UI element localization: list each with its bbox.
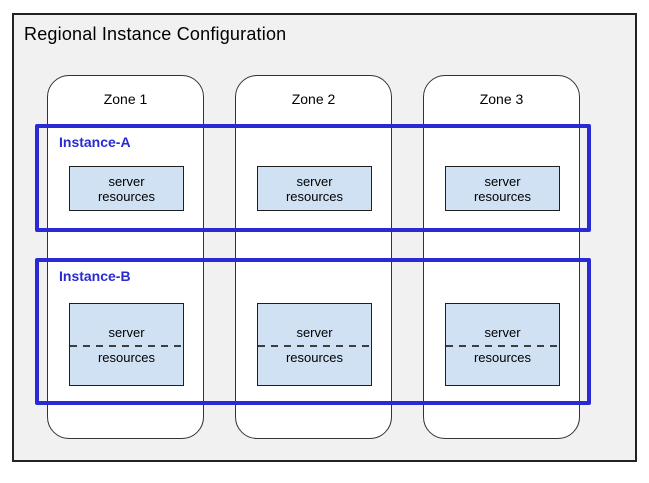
server-resources-box-instance-b-zone-3: server resources bbox=[445, 303, 560, 386]
server-resources-text-line1: server bbox=[108, 324, 145, 340]
zone-1-box: Zone 1 server resources server resources bbox=[47, 75, 204, 439]
server-resources-text-line1: server bbox=[296, 173, 333, 189]
zone-2-box: Zone 2 server resources server resources bbox=[235, 75, 392, 439]
region-box: Regional Instance Configuration Zone 1 s… bbox=[12, 13, 637, 462]
server-resources-text-line2: resources bbox=[97, 349, 156, 365]
server-resources-text-line1: server bbox=[484, 324, 521, 340]
zone-2-label: Zone 2 bbox=[291, 91, 336, 107]
server-resources-box-instance-b-zone-2: server resources bbox=[257, 303, 372, 386]
dashed-divider bbox=[70, 344, 183, 347]
instance-b-label: Instance-B bbox=[59, 268, 131, 284]
zone-3-box: Zone 3 server resources server resources bbox=[423, 75, 580, 439]
server-resources-box-instance-a-zone-2: server resources bbox=[257, 166, 372, 211]
server-resources-box-instance-a-zone-1: server resources bbox=[69, 166, 184, 211]
diagram-title: Regional Instance Configuration bbox=[24, 24, 287, 44]
server-resources-text-line2: resources bbox=[285, 188, 344, 204]
instance-a-label: Instance-A bbox=[59, 134, 131, 150]
server-resources-text-line2: resources bbox=[97, 188, 156, 204]
server-resources-text-line2: resources bbox=[473, 188, 532, 204]
server-resources-text-line1: server bbox=[484, 173, 521, 189]
server-resources-text-line1: server bbox=[108, 173, 145, 189]
server-resources-text-line2: resources bbox=[285, 349, 344, 365]
server-resources-box-instance-b-zone-1: server resources bbox=[69, 303, 184, 386]
dashed-divider bbox=[446, 344, 559, 347]
dashed-divider bbox=[258, 344, 371, 347]
server-resources-text-line1: server bbox=[296, 324, 333, 340]
instance-b-box: Instance-B bbox=[35, 258, 591, 405]
instance-a-box: Instance-A bbox=[35, 124, 591, 232]
server-resources-box-instance-a-zone-3: server resources bbox=[445, 166, 560, 211]
zone-3-label: Zone 3 bbox=[479, 91, 524, 107]
zone-1-label: Zone 1 bbox=[103, 91, 148, 107]
server-resources-text-line2: resources bbox=[473, 349, 532, 365]
